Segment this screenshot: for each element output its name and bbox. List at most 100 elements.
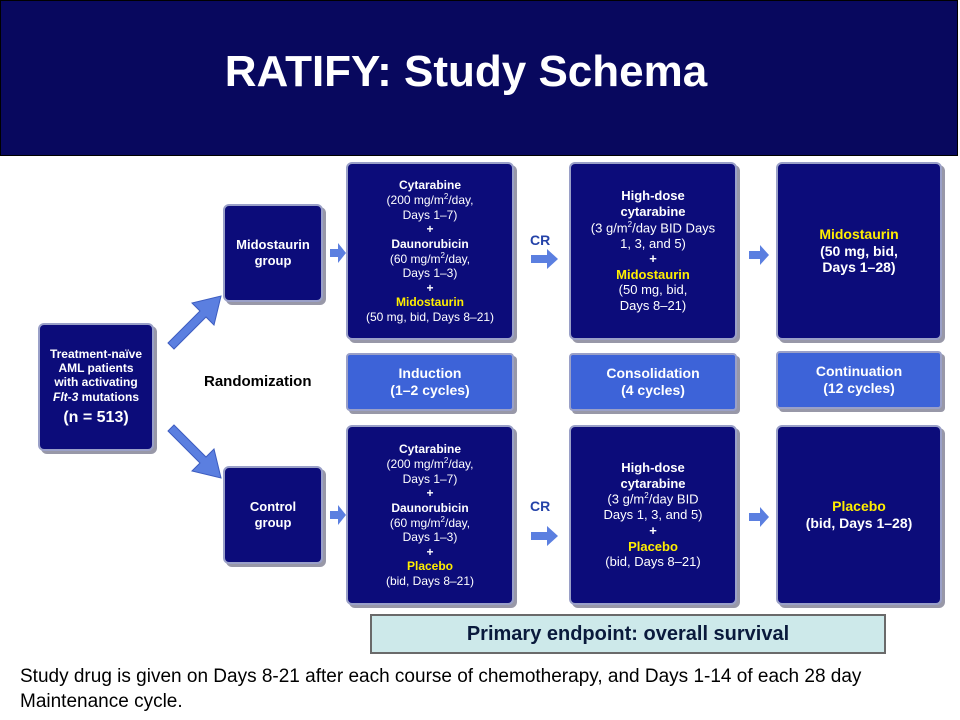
daunorubicin-dose: (60 mg/m2/day, <box>390 515 470 530</box>
daunorubicin-label: Daunorubicin <box>391 236 469 251</box>
high-dose-label: High-dose <box>621 188 685 204</box>
patients-line1: Treatment-naïve <box>49 346 143 361</box>
cytarabine-dose: (200 mg/m2/day, <box>387 456 474 471</box>
consolidation-midostaurin-box: High-dose cytarabine (3 g/m2/day BID Day… <box>569 162 737 340</box>
cytarabine-days: Days 1–7) <box>402 207 458 222</box>
patients-line3: with activating <box>54 375 138 390</box>
arrow-cr-ctrl <box>531 526 558 546</box>
placebo-label: Placebo <box>832 498 886 515</box>
cytarabine-dose-b: /day BID <box>648 491 699 507</box>
placebo-label: Placebo <box>406 559 454 574</box>
primary-endpoint-box: Primary endpoint: overall survival <box>370 614 886 654</box>
randomization-label: Randomization <box>204 373 312 390</box>
cytarabine-dose-a: (200 mg/m <box>386 457 444 472</box>
placebo-dose: (bid, Days 8–21) <box>605 554 701 570</box>
midostaurin-label: Midostaurin <box>396 295 464 310</box>
patients-box: Treatment-naïve AML patients with activa… <box>38 323 154 451</box>
arrow-consol-to-cont-mido <box>749 245 769 265</box>
plus-sign: + <box>426 280 434 295</box>
plus-sign: + <box>426 486 434 501</box>
cytarabine-dose-sup: 2 <box>627 219 633 229</box>
midostaurin-dose: (50 mg, bid, <box>618 282 688 298</box>
midostaurin-group-line1: Midostaurin <box>236 237 310 253</box>
footnote: Study drug is given on Days 8-21 after e… <box>20 666 862 712</box>
mutations-label: mutations <box>78 389 139 404</box>
midostaurin-group-line2: group <box>254 253 292 268</box>
plus-sign: + <box>649 251 657 267</box>
cytarabine-dose-a: (200 mg/m <box>386 193 444 208</box>
title-banner: RATIFY: Study Schema <box>0 0 958 156</box>
patients-line4: Flt-3 mutations <box>53 390 139 404</box>
plus-sign: + <box>426 544 434 559</box>
arrow-ctrl-group-to-induction <box>330 505 346 525</box>
daunorubicin-days: Days 1–3) <box>402 266 458 281</box>
continuation-cycles: (12 cycles) <box>823 380 895 396</box>
continuation-title: Continuation <box>815 362 903 379</box>
cytarabine-dose-b: /day, <box>448 193 474 208</box>
placebo-dose: (bid, Days 1–28) <box>805 515 913 531</box>
consolidation-phase-label: Consolidation (4 cycles) <box>569 353 737 411</box>
plus-sign: + <box>426 222 434 237</box>
cytarabine-dose-sup: 2 <box>443 192 449 202</box>
daunorubicin-dose: (60 mg/m2/day, <box>390 251 470 266</box>
daunorubicin-dose-a: (60 mg/m <box>389 252 441 266</box>
cytarabine-days: 1, 3, and 5) <box>620 235 686 251</box>
daunorubicin-dose-a: (60 mg/m <box>389 516 441 530</box>
cytarabine-dose-a: (3 g/m <box>590 219 628 235</box>
cytarabine-dose: (200 mg/m2/day, <box>387 192 474 207</box>
midostaurin-dose: (50 mg, bid, Days 8–21) <box>365 309 495 324</box>
consolidation-cycles: (4 cycles) <box>621 382 685 398</box>
cytarabine-dose: (3 g/m2/day BID Days <box>591 220 715 236</box>
patients-line2: AML patients <box>58 361 134 376</box>
cr-label-control: CR <box>530 498 551 514</box>
consolidation-control-box: High-dose cytarabine (3 g/m2/day BID Day… <box>569 425 737 605</box>
cytarabine-label: cytarabine <box>620 204 686 220</box>
midostaurin-days: Days 1–28) <box>822 259 896 276</box>
midostaurin-group-box: Midostaurin group <box>223 204 323 302</box>
cytarabine-dose-b: /day BID Days <box>632 219 716 235</box>
induction-cycles: (1–2 cycles) <box>390 382 470 398</box>
arrow-to-control-group <box>167 424 222 479</box>
induction-control-box: Cytarabine (200 mg/m2/day, Days 1–7) + D… <box>346 425 514 605</box>
cytarabine-dose-b: /day, <box>448 457 474 472</box>
arrow-to-midostaurin-group <box>167 295 222 350</box>
midostaurin-days: Days 8–21) <box>619 297 687 313</box>
cytarabine-days: Days 1–7) <box>402 471 458 486</box>
cytarabine-label: cytarabine <box>620 475 686 491</box>
page-title: RATIFY: Study Schema <box>224 47 708 96</box>
cytarabine-dose-sup: 2 <box>443 456 449 466</box>
induction-phase-label: Induction (1–2 cycles) <box>346 353 514 411</box>
midostaurin-label: Midostaurin <box>819 225 899 242</box>
continuation-midostaurin-box: Midostaurin (50 mg, bid, Days 1–28) <box>776 162 942 340</box>
cr-label-midostaurin: CR <box>530 232 551 248</box>
induction-midostaurin-box: Cytarabine (200 mg/m2/day, Days 1–7) + D… <box>346 162 514 340</box>
control-group-line1: Control <box>249 499 297 515</box>
arrow-consol-to-cont-ctrl <box>749 507 769 527</box>
daunorubicin-dose-sup: 2 <box>440 251 445 260</box>
plus-sign: + <box>649 522 657 538</box>
continuation-phase-label: Continuation (12 cycles) <box>776 351 942 409</box>
cytarabine-dose-sup: 2 <box>644 491 649 501</box>
control-group-line2: group <box>254 515 292 530</box>
cytarabine-dose: (3 g/m2/day BID <box>607 491 698 507</box>
high-dose-label: High-dose <box>621 460 685 476</box>
cytarabine-label: Cytarabine <box>398 178 462 193</box>
placebo-label: Placebo <box>628 538 678 554</box>
placebo-dose: (bid, Days 8–21) <box>385 573 475 588</box>
midostaurin-dose: (50 mg, bid, <box>820 242 898 259</box>
cytarabine-dose-a: (3 g/m <box>607 491 645 507</box>
daunorubicin-label: Daunorubicin <box>391 500 469 515</box>
patients-count: (n = 513) <box>63 409 129 427</box>
induction-title: Induction <box>398 364 462 381</box>
cytarabine-days: Days 1, 3, and 5) <box>603 507 703 523</box>
control-group-box: Control group <box>223 466 323 564</box>
daunorubicin-dose-b: /day, <box>445 252 471 266</box>
arrow-mido-group-to-induction <box>330 243 346 263</box>
arrow-cr-mido <box>531 249 558 269</box>
daunorubicin-dose-b: /day, <box>445 516 471 530</box>
continuation-control-box: Placebo (bid, Days 1–28) <box>776 425 942 605</box>
daunorubicin-dose-sup: 2 <box>440 515 445 524</box>
flt3-label: Flt-3 <box>52 389 79 404</box>
daunorubicin-days: Days 1–3) <box>402 530 458 545</box>
